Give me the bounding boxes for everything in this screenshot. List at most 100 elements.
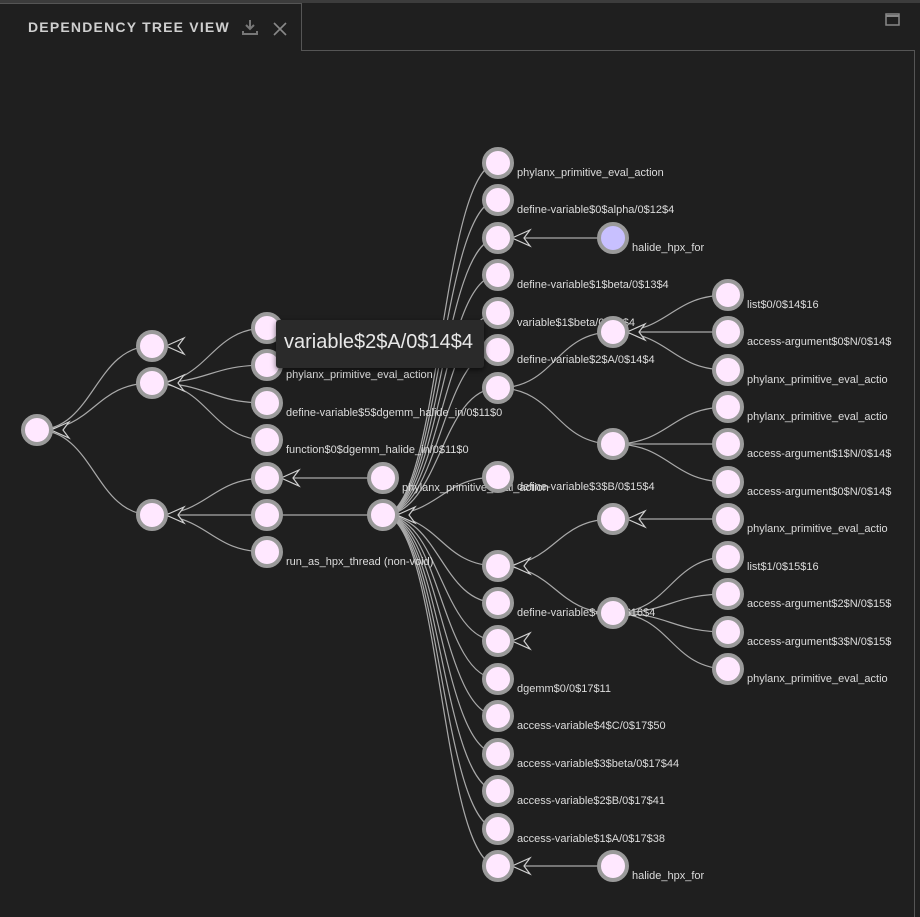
download-icon[interactable]: [240, 18, 260, 38]
tree-node[interactable]: [482, 550, 532, 582]
tree-node[interactable]: phylanx_primitive_eval_actio: [712, 354, 888, 386]
tree-node[interactable]: phylanx_primitive_eval_actio: [712, 503, 888, 535]
tree-node[interactable]: access-argument$0$N/0$14$: [712, 316, 891, 348]
tree-node[interactable]: access-variable$3$beta/0$17$44: [482, 738, 679, 770]
tree-node-circle[interactable]: [482, 297, 514, 329]
tree-node[interactable]: define-variable$3$B/0$15$4: [482, 461, 655, 493]
tree-node-circle[interactable]: [712, 391, 744, 423]
tree-node[interactable]: [482, 850, 532, 882]
tree-node[interactable]: [597, 597, 629, 629]
tab-dependency-tree-view[interactable]: DEPENDENCY TREE VIEW: [0, 3, 302, 51]
tree-link: [151, 477, 268, 516]
tree-node[interactable]: define-variable$4$C/0$16$4: [482, 587, 655, 619]
tree-node[interactable]: list$1/0$15$16: [712, 541, 819, 573]
tree-node-circle[interactable]: [712, 653, 744, 685]
tree-node-circle[interactable]: [482, 147, 514, 179]
tree-node-circle[interactable]: [482, 700, 514, 732]
tree-node[interactable]: define-variable$1$beta/0$13$4: [482, 259, 669, 291]
tree-node-circle[interactable]: [597, 503, 629, 535]
tree-node[interactable]: [597, 503, 647, 535]
tree-node[interactable]: halide_hpx_for: [597, 222, 705, 254]
tree-node-circle[interactable]: [251, 387, 283, 419]
tree-node[interactable]: phylanx_primitive_eval_actio: [712, 653, 888, 685]
tree-node-circle[interactable]: [482, 259, 514, 291]
tree-node[interactable]: [482, 372, 514, 404]
tree-node[interactable]: phylanx_primitive_eval_actio: [712, 391, 888, 423]
tree-node[interactable]: access-variable$4$C/0$17$50: [482, 700, 666, 732]
tree-node-circle[interactable]: [712, 354, 744, 386]
tree-node[interactable]: access-argument$2$N/0$15$: [712, 578, 891, 610]
tree-node-circle[interactable]: [482, 334, 514, 366]
tree-node-circle[interactable]: [597, 428, 629, 460]
tree-node[interactable]: [482, 625, 532, 657]
tree-node[interactable]: [21, 414, 71, 446]
tree-node-circle[interactable]: [482, 663, 514, 695]
tree-node-circle[interactable]: [597, 850, 629, 882]
tree-node-circle[interactable]: [482, 587, 514, 619]
tree-node-circle[interactable]: [712, 503, 744, 535]
tree-node-label: phylanx_primitive_eval_action: [402, 482, 549, 494]
tree-node-circle[interactable]: [482, 850, 514, 882]
tree-node[interactable]: dgemm$0/0$17$11: [482, 663, 611, 695]
tree-node[interactable]: define-variable$2$A/0$14$4: [482, 334, 655, 366]
tree-node-circle[interactable]: [712, 578, 744, 610]
tree-node[interactable]: [136, 499, 186, 531]
tree-node[interactable]: [482, 222, 532, 254]
tree-node-circle[interactable]: [136, 499, 168, 531]
tree-node-circle[interactable]: [597, 316, 629, 348]
tree-node[interactable]: define-variable$0$alpha/0$12$4: [482, 184, 674, 216]
tree-node[interactable]: access-argument$0$N/0$14$: [712, 466, 891, 498]
tree-node-circle[interactable]: [482, 738, 514, 770]
tree-node-circle[interactable]: [482, 775, 514, 807]
tree-node[interactable]: [136, 367, 186, 399]
tree-node-circle[interactable]: [482, 184, 514, 216]
maximize-icon[interactable]: [884, 11, 902, 29]
tree-node-circle[interactable]: [712, 466, 744, 498]
tree-node-circle[interactable]: [597, 222, 629, 254]
tree-node-circle[interactable]: [482, 461, 514, 493]
tree-node-circle[interactable]: [482, 550, 514, 582]
tree-node[interactable]: [597, 316, 647, 348]
tree-node-circle[interactable]: [367, 499, 399, 531]
tree-node[interactable]: phylanx_primitive_eval_action: [251, 349, 433, 381]
tree-node-circle[interactable]: [482, 222, 514, 254]
tree-node-circle[interactable]: [136, 330, 168, 362]
tree-node-label: access-variable$4$C/0$17$50: [517, 720, 666, 732]
tree-node-circle[interactable]: [712, 616, 744, 648]
tree-node[interactable]: access-argument$3$N/0$15$: [712, 616, 891, 648]
tree-node-circle[interactable]: [251, 424, 283, 456]
tree-node[interactable]: [251, 462, 301, 494]
tree-node[interactable]: access-argument$1$N/0$14$: [712, 428, 891, 460]
tree-node-circle[interactable]: [21, 414, 53, 446]
tree-node[interactable]: function$0$dgemm_halide_in/0$11$0: [251, 424, 469, 456]
tree-link: [382, 274, 499, 516]
tree-node-circle[interactable]: [712, 316, 744, 348]
tree-node-label: define-variable$4$C/0$16$4: [517, 607, 655, 619]
tree-node[interactable]: phylanx_primitive_eval_action: [367, 462, 549, 494]
tree-node-circle[interactable]: [367, 462, 399, 494]
tree-node-circle[interactable]: [251, 462, 283, 494]
tree-node-circle[interactable]: [482, 813, 514, 845]
tree-node[interactable]: [367, 499, 417, 531]
tree-node-circle[interactable]: [712, 541, 744, 573]
tree-node-circle[interactable]: [251, 499, 283, 531]
collapsed-arrow-icon: [164, 336, 186, 356]
tree-node[interactable]: [136, 330, 186, 362]
tree-node-circle[interactable]: [712, 428, 744, 460]
tree-node[interactable]: run_as_hpx_thread (non-void): [251, 536, 433, 568]
tree-node[interactable]: [597, 428, 629, 460]
tree-node[interactable]: access-variable$2$B/0$17$41: [482, 775, 665, 807]
tree-node-circle[interactable]: [136, 367, 168, 399]
tree-node-circle[interactable]: [482, 625, 514, 657]
tree-node[interactable]: access-variable$1$A/0$17$38: [482, 813, 665, 845]
tree-node[interactable]: [251, 499, 283, 531]
close-icon[interactable]: [270, 18, 290, 38]
tree-node-circle[interactable]: [597, 597, 629, 629]
tree-node[interactable]: halide_hpx_for: [597, 850, 705, 882]
tree-node[interactable]: define-variable$5$dgemm_halide_in/0$11$0: [251, 387, 502, 419]
tree-node-circle[interactable]: [482, 372, 514, 404]
tree-node-circle[interactable]: [712, 279, 744, 311]
tree-node[interactable]: phylanx_primitive_eval_action: [482, 147, 664, 179]
tree-node[interactable]: list$0/0$14$16: [712, 279, 819, 311]
tree-node-circle[interactable]: [251, 536, 283, 568]
